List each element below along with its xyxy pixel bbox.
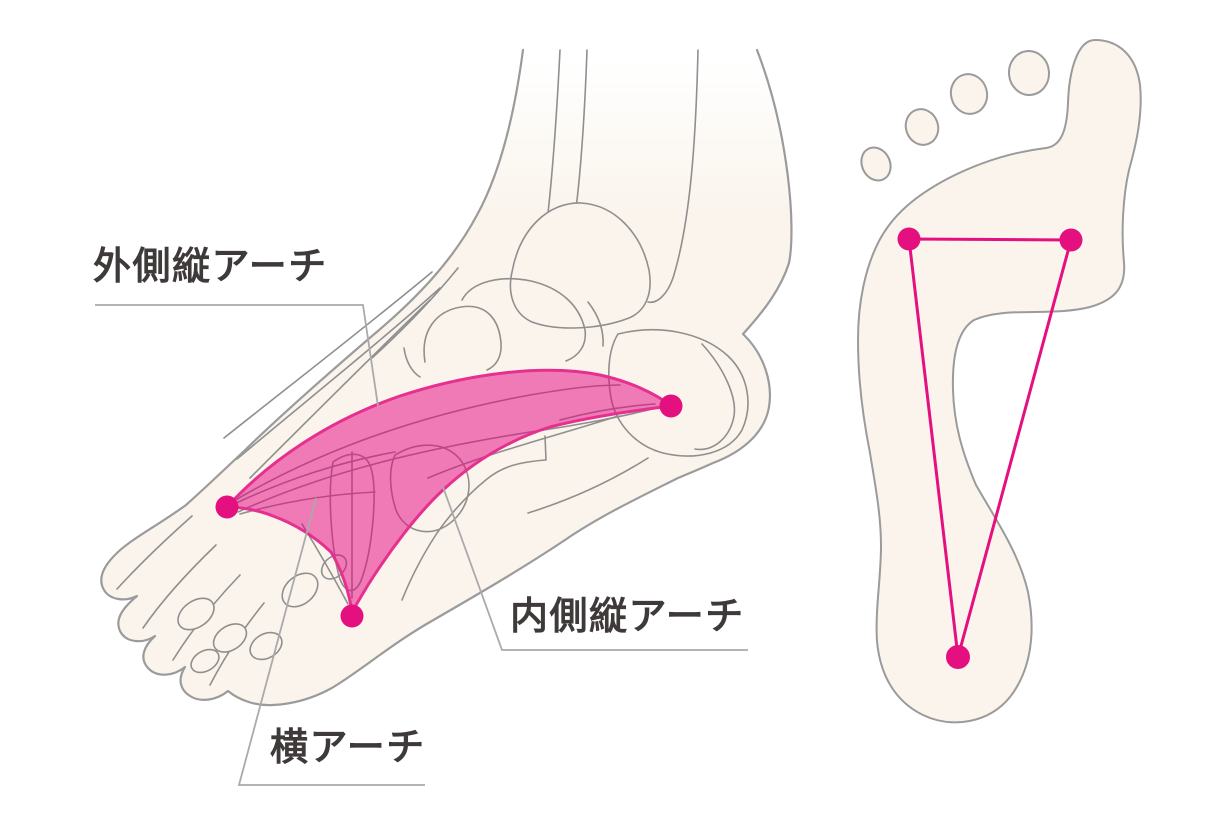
arch-dot-transverse [340,604,364,628]
side-view-foot-skeleton [95,48,793,786]
bone-lines [116,49,749,686]
triangle-dot-big-toe-ball [1059,228,1083,252]
arch-area [225,368,673,614]
footprint-toe-second [1007,50,1051,96]
label-lateral-longitudinal-arch: 外側縦アーチ [93,246,328,288]
leader-line-lateral-arch [95,304,379,407]
label-transverse-arch: 横アーチ [270,727,426,769]
foot-outline [100,48,793,707]
arch-dot-metatarsal [215,495,239,519]
footprint-figure [856,38,1142,724]
arch-dot-heel [659,394,683,418]
foot-body-fill [101,50,792,706]
leader-line-transverse-arch [237,497,425,786]
footprint-toe-little [860,146,892,182]
arch-triangle [907,237,1073,658]
footprint-toe-fourth [904,108,940,146]
label-medial-longitudinal-arch: 内側縦アーチ [510,596,745,638]
leader-line-medial-arch [442,486,748,651]
footprint-sole-outline [856,38,1142,724]
triangle-dot-heel [946,645,970,669]
footprint-toe-middle [949,73,989,115]
triangle-dot-little-toe-ball [897,227,921,251]
